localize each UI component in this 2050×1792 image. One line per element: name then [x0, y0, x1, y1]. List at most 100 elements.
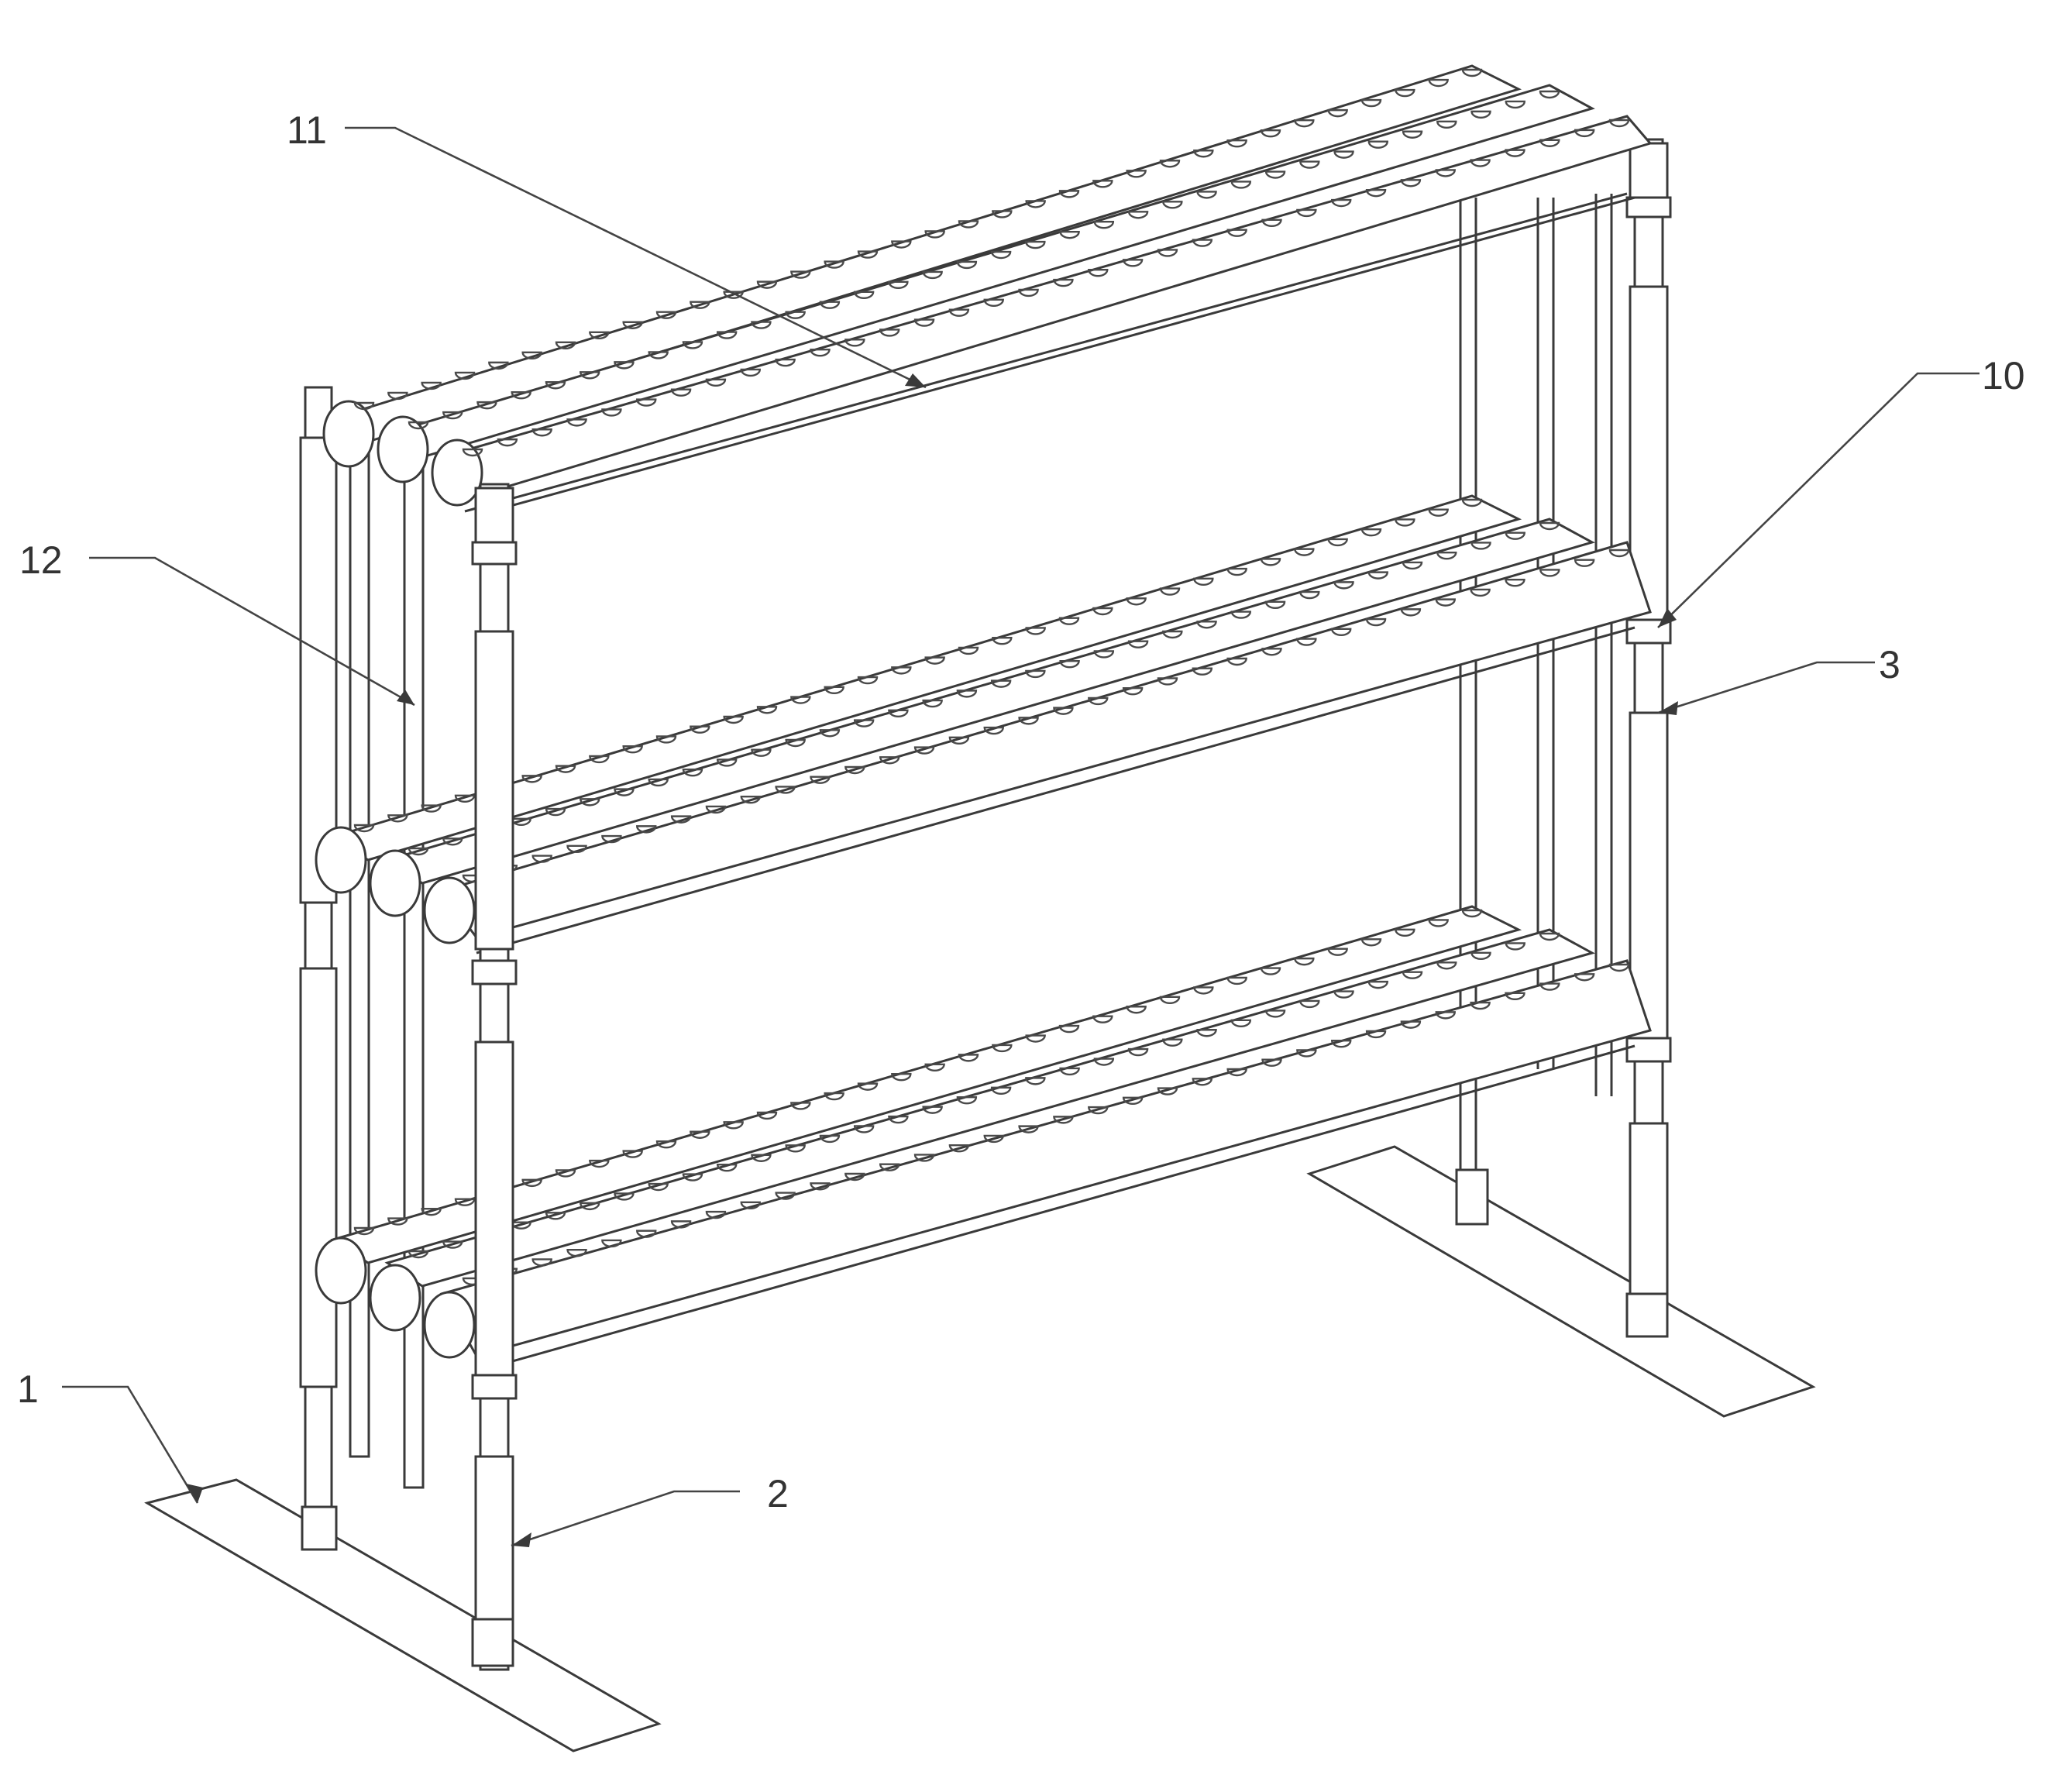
planting-holes [353, 68, 1630, 1286]
planting-hole [992, 1044, 1013, 1053]
planting-hole [1400, 608, 1422, 617]
planting-hole [1196, 1029, 1217, 1037]
planting-hole [1294, 119, 1315, 128]
planting-hole [636, 825, 657, 834]
planting-hole [511, 390, 531, 400]
planting-hole [1162, 630, 1183, 639]
planting-hole [655, 1140, 677, 1149]
planting-hole [555, 765, 576, 773]
planting-hole [913, 746, 935, 755]
planting-hole [1470, 110, 1491, 119]
planting-hole [408, 421, 429, 430]
planting-hole [790, 696, 811, 704]
planting-hole [580, 371, 600, 380]
planting-hole [589, 755, 610, 764]
planting-hole [531, 1258, 552, 1267]
planting-hole [566, 418, 587, 427]
planting-hole [1402, 971, 1423, 979]
planting-hole [555, 1169, 576, 1178]
planting-hole [1162, 201, 1183, 209]
planting-hole [1505, 942, 1525, 951]
planting-hole [1127, 1047, 1149, 1057]
planting-hole [387, 1217, 408, 1226]
planting-hole [740, 1201, 761, 1210]
planting-hole [1435, 169, 1456, 177]
planting-hole [913, 318, 935, 327]
planting-hole [983, 726, 1004, 735]
planting-hole [1093, 650, 1115, 659]
planting-hole [442, 411, 463, 420]
planting-hole [462, 448, 483, 457]
planting-hole [1360, 938, 1382, 947]
planting-hole [891, 240, 912, 249]
planting-hole [1436, 551, 1457, 560]
planting-hole [775, 786, 796, 794]
planting-hole [751, 321, 772, 329]
planting-hole [1261, 218, 1282, 227]
planting-hole [1157, 249, 1178, 257]
planting-hole [1088, 697, 1109, 706]
planting-hole [751, 748, 772, 757]
planting-hole [824, 260, 844, 269]
planting-hole [614, 361, 635, 370]
planting-hole [1025, 669, 1046, 679]
planting-hole [1400, 179, 1422, 187]
leader-lines [62, 126, 1979, 1547]
planting-hole [648, 1182, 669, 1192]
planting-hole [1299, 999, 1320, 1009]
planting-hole [775, 358, 796, 367]
planting-hole [857, 1082, 879, 1091]
planting-hole [948, 308, 970, 317]
planting-hole [1193, 986, 1214, 995]
planting-hole [670, 388, 692, 397]
planting-hole [531, 428, 552, 437]
planting-hole [1088, 1106, 1109, 1115]
planting-hole [924, 230, 945, 239]
planting-hole [1226, 976, 1247, 985]
planting-hole [387, 814, 408, 823]
planting-hole [1226, 567, 1247, 576]
planting-hole [1018, 288, 1039, 298]
planting-hole [521, 351, 542, 360]
planting-hole [353, 1226, 375, 1236]
planting-hole [545, 381, 566, 390]
callout-label: 10 [1982, 354, 2025, 397]
planting-hole [992, 636, 1013, 645]
planting-hole [521, 775, 542, 783]
planting-hole [580, 1202, 600, 1211]
planting-hole [1058, 617, 1080, 625]
planting-hole [1226, 657, 1247, 666]
planting-hole [690, 725, 710, 734]
planting-hole [891, 666, 912, 675]
planting-hole [1127, 640, 1149, 648]
planting-hole [648, 778, 669, 787]
planting-hole [1574, 559, 1595, 567]
planting-hole [756, 706, 778, 714]
planting-hole [1122, 686, 1144, 696]
planting-hole [853, 719, 875, 727]
planting-hole [1505, 149, 1525, 157]
planting-hole [1470, 542, 1491, 550]
planting-hole [1192, 667, 1213, 676]
planting-hole [844, 339, 865, 347]
planting-hole [442, 838, 463, 846]
planting-hole [1159, 996, 1181, 1005]
planting-hole [408, 1250, 429, 1259]
planting-hole [1018, 1125, 1039, 1133]
planting-hole [1025, 627, 1046, 635]
planting-hole [1574, 129, 1595, 138]
planting-hole [545, 1212, 566, 1220]
planting-hole [819, 1134, 841, 1144]
shelf-bottom [315, 905, 1652, 1373]
planting-hole [819, 729, 841, 738]
planting-hole [716, 1163, 738, 1172]
right-front-post [1625, 138, 1672, 1338]
planting-hole [682, 1173, 703, 1181]
planting-hole [1367, 571, 1388, 580]
planting-hole [924, 656, 945, 665]
planting-hole [853, 1125, 875, 1133]
planting-hole [690, 301, 710, 309]
planting-hole [1333, 990, 1354, 999]
planting-hole [924, 1063, 945, 1071]
